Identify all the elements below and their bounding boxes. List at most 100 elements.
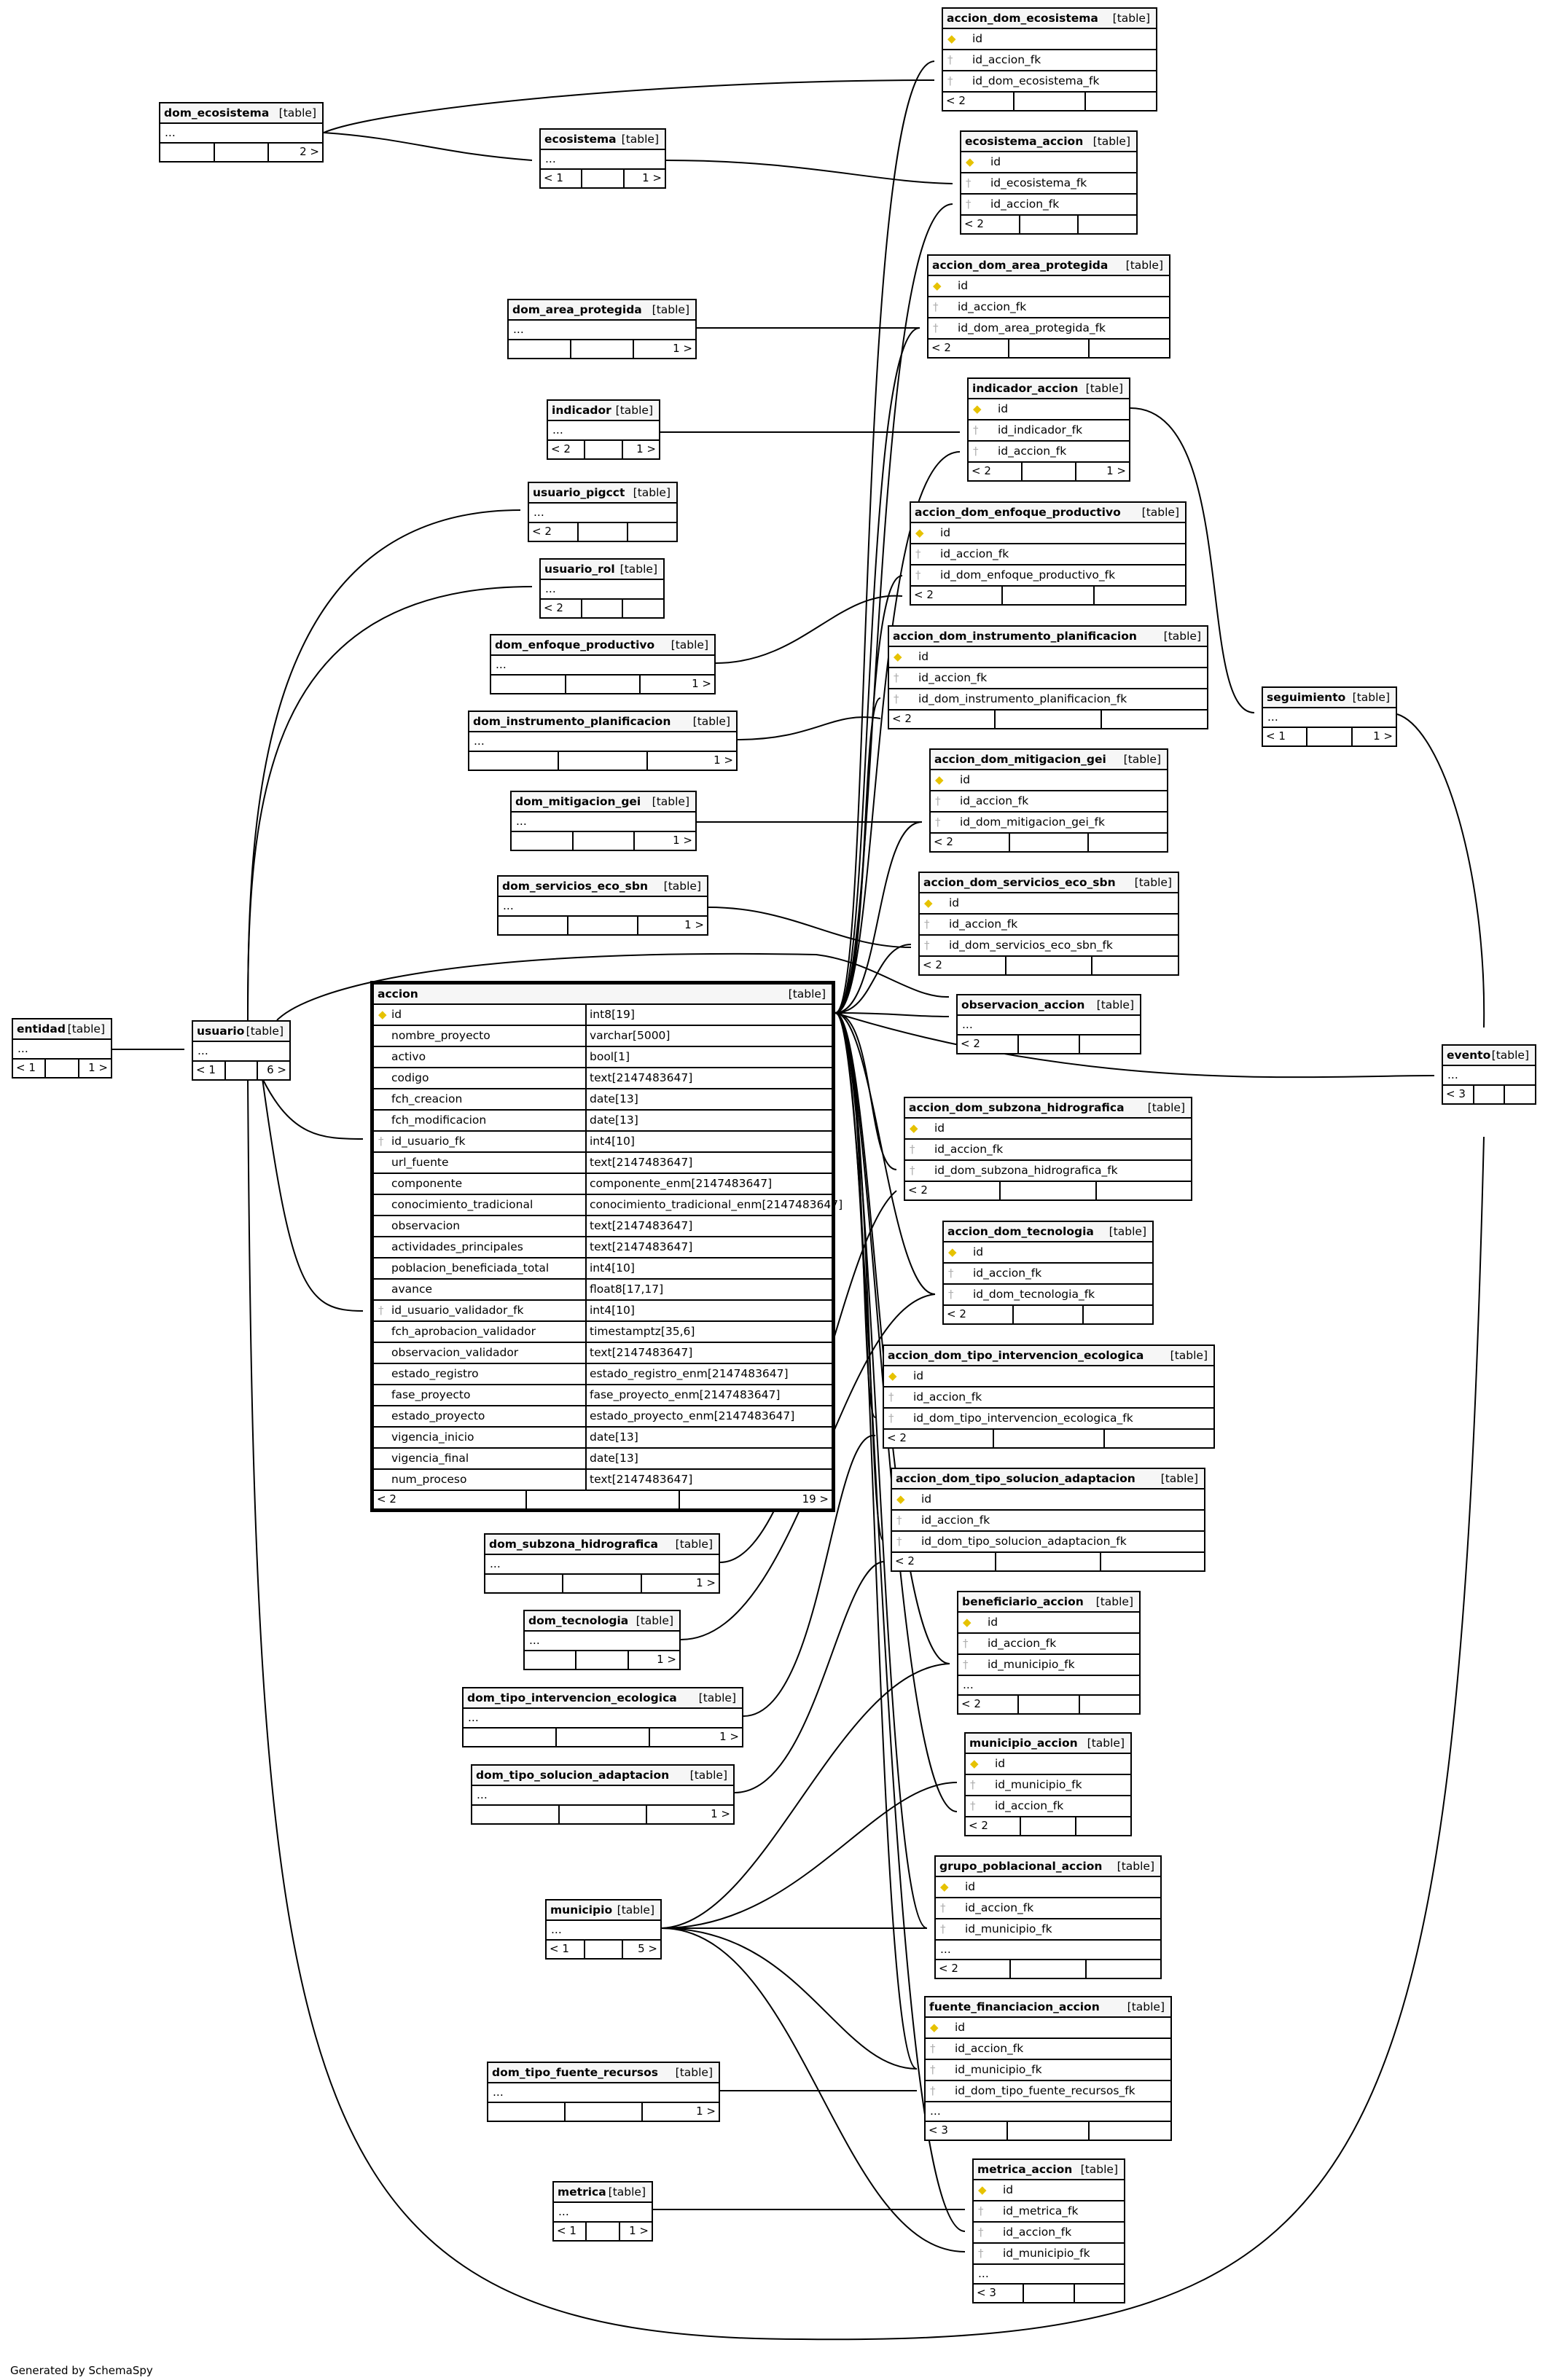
column-row[interactable]: ◆id bbox=[905, 1119, 1191, 1140]
rows-count[interactable] bbox=[525, 1491, 679, 1508]
parents-count[interactable]: < 1 bbox=[16, 1061, 36, 1074]
table-name[interactable]: dom_tipo_intervencion_ecologica bbox=[467, 1691, 677, 1704]
rows-count[interactable] bbox=[557, 752, 647, 770]
table-name[interactable]: seguimiento bbox=[1267, 691, 1346, 704]
children-count[interactable] bbox=[1078, 1696, 1139, 1713]
children-count[interactable]: 1 > bbox=[1075, 463, 1129, 480]
table-dom-tipo-solucion-adaptacion[interactable]: dom_tipo_solucion_adaptacion[table]...1 … bbox=[471, 1764, 735, 1825]
table-name[interactable]: usuario bbox=[197, 1025, 245, 1038]
parents-count[interactable] bbox=[491, 676, 565, 693]
table-name[interactable]: observacion_accion bbox=[961, 998, 1085, 1011]
table-name[interactable]: dom_tipo_fuente_recursos bbox=[492, 2066, 658, 2079]
children-count[interactable] bbox=[1099, 1553, 1204, 1570]
column-row[interactable]: ◆id bbox=[884, 1366, 1213, 1387]
rows-count[interactable] bbox=[580, 600, 622, 617]
children-count[interactable]: 1 > bbox=[649, 1729, 742, 1746]
rows-count[interactable] bbox=[583, 1941, 622, 1958]
children-count[interactable] bbox=[1101, 711, 1207, 728]
table-dom-servicios-eco-sbn[interactable]: dom_servicios_eco_sbn[table]...1 > bbox=[497, 875, 708, 936]
rows-count[interactable] bbox=[575, 1651, 627, 1669]
table-name[interactable]: entidad bbox=[17, 1022, 66, 1036]
parents-count[interactable] bbox=[525, 1651, 575, 1669]
column-row[interactable]: †id_accion_fk bbox=[929, 297, 1169, 318]
column-row[interactable]: †id_municipio_fk bbox=[926, 2060, 1170, 2081]
parents-count[interactable]: < 3 bbox=[977, 2286, 996, 2299]
column-row[interactable]: †id_accion_fk bbox=[926, 2039, 1170, 2060]
table-usuario-rol[interactable]: usuario_rol[table]...< 2 bbox=[539, 558, 665, 619]
column-row[interactable]: ◆id bbox=[974, 2180, 1124, 2201]
rows-count[interactable] bbox=[1018, 216, 1078, 233]
children-count[interactable]: 1 > bbox=[622, 170, 665, 187]
column-row[interactable]: †id_accion_fk bbox=[889, 668, 1207, 689]
children-count[interactable] bbox=[1075, 1817, 1130, 1835]
parents-count[interactable]: < 2 bbox=[972, 464, 991, 477]
parents-count[interactable] bbox=[488, 2103, 564, 2121]
parents-count[interactable]: < 2 bbox=[892, 712, 912, 725]
rows-count[interactable] bbox=[1013, 93, 1084, 110]
rows-count[interactable] bbox=[1008, 834, 1088, 851]
column-row[interactable]: †id_dom_mitigacion_gei_fk bbox=[931, 813, 1167, 834]
table-accion-dom-servicios-eco-sbn[interactable]: accion_dom_servicios_eco_sbn[table]◆id†i… bbox=[918, 872, 1179, 976]
table-name[interactable]: accion bbox=[378, 987, 418, 1001]
children-count[interactable]: 1 > bbox=[640, 1575, 719, 1592]
column-row[interactable]: ◆id bbox=[931, 770, 1167, 791]
rows-count[interactable] bbox=[567, 917, 637, 934]
parents-count[interactable]: < 2 bbox=[964, 217, 984, 230]
rows-count[interactable] bbox=[1007, 340, 1089, 357]
rows-count[interactable] bbox=[1020, 1817, 1075, 1835]
rows-count[interactable] bbox=[224, 1062, 257, 1079]
parents-count[interactable]: < 2 bbox=[946, 94, 966, 107]
parents-count[interactable] bbox=[469, 752, 558, 770]
table-name[interactable]: fuente_financiacion_accion bbox=[929, 2000, 1100, 2013]
rows-count[interactable] bbox=[1009, 1960, 1084, 1978]
table-name[interactable]: ecosistema_accion bbox=[965, 135, 1084, 148]
table-name[interactable]: accion_dom_tipo_intervencion_ecologica bbox=[888, 1349, 1144, 1362]
table-accion-dom-mitigacion-gei[interactable]: accion_dom_mitigacion_gei[table]◆id†id_a… bbox=[929, 748, 1168, 853]
column-row[interactable]: †id_dom_enfoque_productivo_fk bbox=[911, 565, 1185, 587]
table-name[interactable]: municipio bbox=[550, 1903, 613, 1917]
children-count[interactable] bbox=[1079, 1036, 1140, 1053]
table-accion-dom-ecosistema[interactable]: accion_dom_ecosistema[table]◆id†id_accio… bbox=[942, 7, 1157, 111]
table-name[interactable]: beneficiario_accion bbox=[962, 1595, 1084, 1608]
parents-count[interactable]: < 2 bbox=[969, 1819, 988, 1832]
rows-count[interactable] bbox=[570, 340, 633, 358]
table-name[interactable]: dom_tipo_solucion_adaptacion bbox=[476, 1769, 670, 1782]
rows-count[interactable] bbox=[1006, 2122, 1089, 2140]
column-row[interactable]: †id_indicador_fk bbox=[969, 420, 1129, 442]
table-observacion-accion[interactable]: observacion_accion[table]...< 2 bbox=[956, 994, 1141, 1054]
parents-count[interactable] bbox=[472, 1806, 558, 1823]
table-name[interactable]: dom_ecosistema bbox=[164, 106, 270, 120]
rows-count[interactable] bbox=[581, 170, 622, 187]
parents-count[interactable]: < 2 bbox=[961, 1697, 981, 1710]
children-count[interactable] bbox=[1084, 1960, 1160, 1978]
column-row[interactable]: ◆id bbox=[936, 1877, 1160, 1898]
parents-count[interactable]: < 2 bbox=[887, 1431, 907, 1444]
children-count[interactable]: 1 > bbox=[646, 1806, 733, 1823]
table-dom-mitigacion-gei[interactable]: dom_mitigacion_gei[table]...1 > bbox=[510, 791, 697, 851]
table-name[interactable]: dom_instrumento_planificacion bbox=[473, 715, 671, 728]
children-count[interactable] bbox=[1504, 1086, 1535, 1103]
parents-count[interactable]: < 1 bbox=[550, 1942, 569, 1955]
children-count[interactable] bbox=[1088, 340, 1169, 357]
children-count[interactable]: 1 > bbox=[618, 2223, 652, 2240]
table-accion-dom-tipo-intervencion-ecologica[interactable]: accion_dom_tipo_intervencion_ecologica[t… bbox=[883, 1344, 1215, 1449]
table-accion-dom-tecnologia[interactable]: accion_dom_tecnologia[table]◆id†id_accio… bbox=[942, 1221, 1154, 1325]
rows-count[interactable] bbox=[577, 523, 627, 541]
parents-count[interactable] bbox=[512, 832, 572, 850]
table-name[interactable]: grupo_poblacional_accion bbox=[939, 1860, 1103, 1873]
rows-count[interactable] bbox=[562, 1575, 640, 1592]
rows-count[interactable] bbox=[1306, 728, 1350, 745]
column-row[interactable]: †id_dom_tipo_fuente_recursos_fk bbox=[926, 2081, 1170, 2102]
table-evento[interactable]: evento[table]...< 3 bbox=[1442, 1044, 1536, 1105]
